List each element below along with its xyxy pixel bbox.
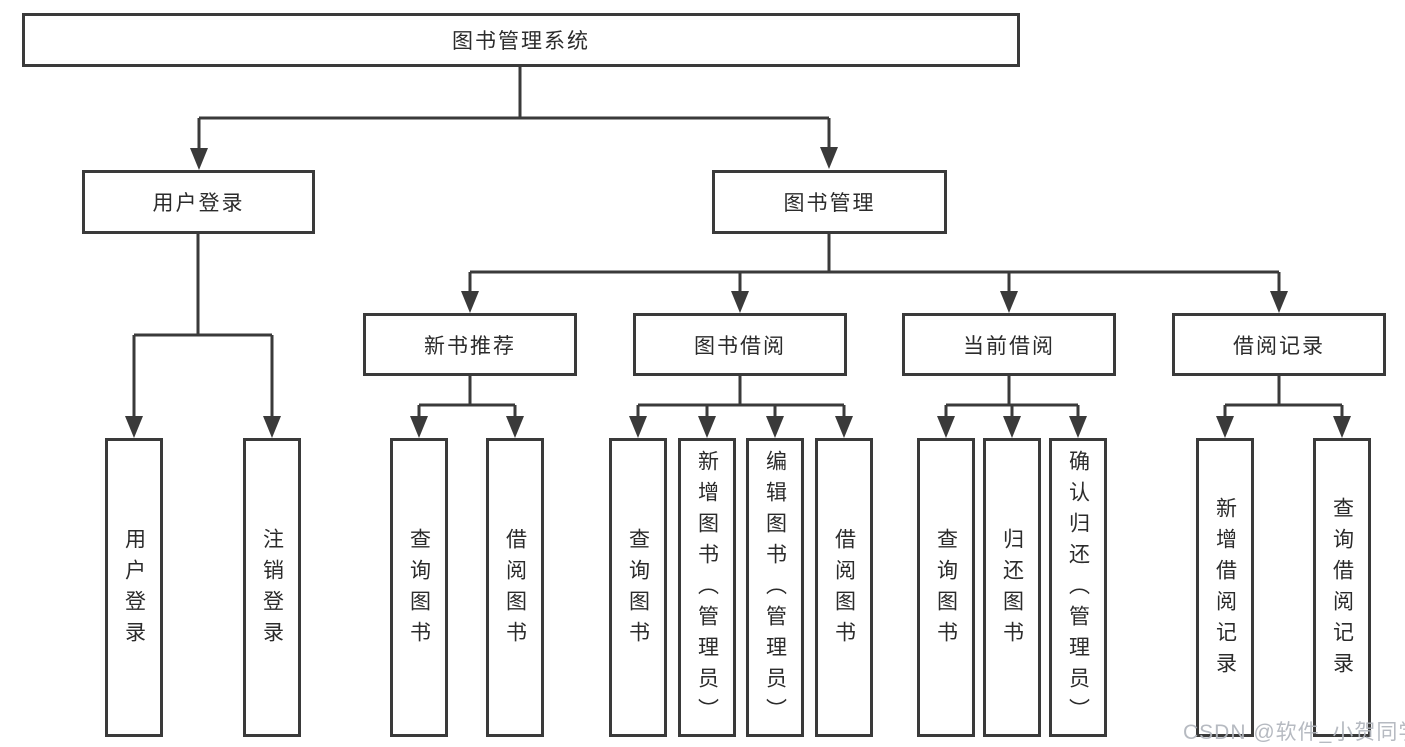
leaf-add-borrow-record: 新增借阅记录 xyxy=(1196,438,1254,737)
node-user-login: 用户登录 xyxy=(82,170,315,234)
node-book-management: 图书管理 xyxy=(712,170,947,234)
leaf-user-login: 用户登录 xyxy=(105,438,163,737)
leaf-borrow-books-recommend: 借阅图书 xyxy=(486,438,544,737)
node-new-book-recommend: 新书推荐 xyxy=(363,313,577,376)
node-library-management-system: 图书管理系统 xyxy=(22,13,1020,67)
leaf-query-books-borrowing: 查询图书 xyxy=(609,438,667,737)
leaf-query-borrow-record: 查询借阅记录 xyxy=(1313,438,1371,737)
leaf-confirm-return-admin: 确认归还（管理员） xyxy=(1049,438,1107,737)
leaf-add-book-admin: 新增图书（管理员） xyxy=(678,438,736,737)
node-borrow-records: 借阅记录 xyxy=(1172,313,1386,376)
leaf-query-books-recommend: 查询图书 xyxy=(390,438,448,737)
node-book-borrowing: 图书借阅 xyxy=(633,313,847,376)
leaf-return-books: 归还图书 xyxy=(983,438,1041,737)
leaf-logout: 注销登录 xyxy=(243,438,301,737)
leaf-borrow-books-borrowing: 借阅图书 xyxy=(815,438,873,737)
leaf-edit-book-admin: 编辑图书（管理员） xyxy=(746,438,804,737)
csdn-watermark: CSDN @软件_小贺同学 xyxy=(1183,721,1405,744)
leaf-query-books-current: 查询图书 xyxy=(917,438,975,737)
node-current-borrowing: 当前借阅 xyxy=(902,313,1116,376)
